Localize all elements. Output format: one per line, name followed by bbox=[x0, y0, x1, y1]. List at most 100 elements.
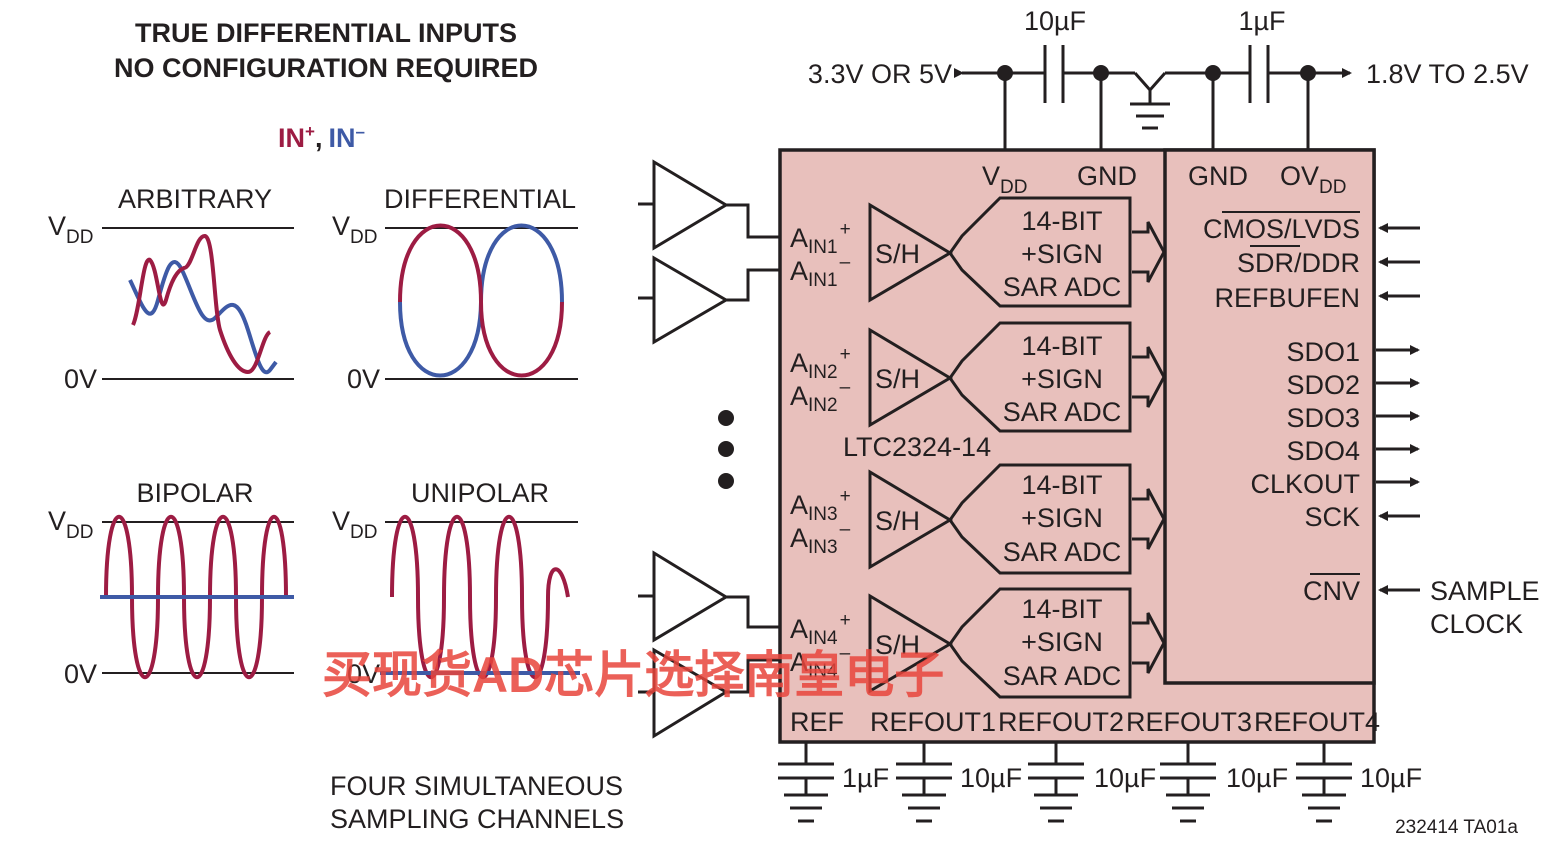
vdd-label: VDD bbox=[48, 211, 93, 248]
cap-value: 10µF bbox=[1226, 763, 1288, 793]
decoupling-cap: 1µF bbox=[778, 742, 889, 823]
chip-interface-block bbox=[1163, 148, 1376, 685]
sample-hold-amp bbox=[868, 327, 953, 428]
header-line2: NO CONFIGURATION REQUIRED bbox=[114, 53, 538, 83]
pin-refout2: REFOUT2 bbox=[998, 707, 1124, 737]
cap-value: 10µF bbox=[960, 763, 1022, 793]
driver-amp-3 bbox=[652, 550, 729, 643]
sample-clock-line2: CLOCK bbox=[1430, 609, 1523, 639]
vdd-label: VDD bbox=[48, 506, 93, 543]
supply-cap-right-label: 1µF bbox=[1238, 6, 1285, 36]
ellipsis-dot bbox=[718, 473, 734, 489]
pin-refout1: REFOUT1 bbox=[870, 707, 996, 737]
channel-3: AIN3+ AIN3– S/H 14-BIT +SIGN SAR ADC bbox=[790, 463, 1166, 575]
pin-sdo1: SDO1 bbox=[1286, 337, 1360, 367]
data-bus-arrow bbox=[1132, 612, 1166, 674]
pin-ain-minus: AIN4– bbox=[790, 643, 851, 682]
adc-block bbox=[948, 587, 1132, 699]
channel-2: AIN2+ AIN2– S/H 14-BIT +SIGN SAR ADC bbox=[790, 321, 1166, 433]
adc-line3: SAR ADC bbox=[1003, 661, 1122, 691]
pin-refout4: REFOUT4 bbox=[1254, 707, 1380, 737]
sample-hold-label: S/H bbox=[875, 239, 920, 269]
adc-line3: SAR ADC bbox=[1003, 537, 1122, 567]
reference-pins: REF REFOUT1 REFOUT2 REFOUT3 REFOUT4 bbox=[790, 707, 1380, 737]
pin-cmos-lvds: CMOS/LVDS bbox=[1203, 214, 1360, 244]
data-bus-arrow bbox=[1132, 488, 1166, 550]
pin-gnd: GND bbox=[1077, 161, 1137, 191]
footer-note-line2: SAMPLING CHANNELS bbox=[330, 804, 624, 834]
pin-ain-plus: AIN1+ bbox=[790, 219, 851, 258]
interface-pins: CMOS/LVDS SDR/DDR REFBUFEN SDO1 SDO2 SDO… bbox=[1203, 211, 1540, 639]
ellipsis-dot bbox=[718, 441, 734, 457]
decoupling-cap: 10µF bbox=[1028, 742, 1156, 823]
cap-value: 10µF bbox=[1094, 763, 1156, 793]
in-minus-trace bbox=[128, 260, 278, 375]
supply-network: 10µF 1µF 3.3V OR 5V 1.8V TO 2.5V bbox=[808, 6, 1529, 150]
pin-ain-plus: AIN2+ bbox=[790, 344, 851, 383]
chip-part-number: LTC2324-14 bbox=[843, 432, 991, 462]
in-plus-trace bbox=[104, 514, 288, 680]
adc-block bbox=[948, 196, 1132, 308]
pin-cnv: CNV bbox=[1303, 576, 1360, 606]
waveform-unipolar: UNIPOLAR VDD 0V bbox=[332, 478, 580, 689]
supply-rail-right-label: 1.8V TO 2.5V bbox=[1366, 59, 1529, 89]
waveform-title: DIFFERENTIAL bbox=[384, 184, 576, 214]
pin-ain-minus: AIN1– bbox=[790, 252, 851, 291]
adc-line1: 14-BIT bbox=[1021, 331, 1102, 361]
header-line1: TRUE DIFFERENTIAL INPUTS bbox=[135, 18, 517, 48]
adc-line1: 14-BIT bbox=[1021, 470, 1102, 500]
pin-sdo4: SDO4 bbox=[1286, 436, 1360, 466]
zero-label: 0V bbox=[64, 659, 97, 689]
adc-line1: 14-BIT bbox=[1021, 206, 1102, 236]
pin-gnd2: GND bbox=[1188, 161, 1248, 191]
header: TRUE DIFFERENTIAL INPUTS NO CONFIGURATIO… bbox=[114, 18, 538, 153]
pin-ain-plus: AIN3+ bbox=[790, 486, 851, 525]
pin-ain-minus: AIN3– bbox=[790, 519, 851, 558]
cap-value: 10µF bbox=[1360, 763, 1422, 793]
waveform-title: ARBITRARY bbox=[118, 184, 272, 214]
vdd-label: VDD bbox=[332, 211, 377, 248]
pin-refout3: REFOUT3 bbox=[1126, 707, 1252, 737]
pin-vdd: VDD bbox=[982, 161, 1027, 198]
adc-line3: SAR ADC bbox=[1003, 397, 1122, 427]
adc-block bbox=[948, 463, 1132, 575]
zero-label: 0V bbox=[347, 364, 380, 394]
pin-clkout: CLKOUT bbox=[1250, 469, 1360, 499]
waveform-title: UNIPOLAR bbox=[411, 478, 549, 508]
decoupling-cap: 10µF bbox=[1160, 742, 1288, 823]
cap-value: 1µF bbox=[842, 763, 889, 793]
waveform-differential: DIFFERENTIAL VDD 0V bbox=[332, 184, 578, 394]
legend-in-minus-sup: – bbox=[355, 122, 364, 141]
legend-in-plus: IN bbox=[278, 123, 305, 153]
zero-label: 0V bbox=[347, 659, 380, 689]
waveform-arbitrary: ARBITRARY VDD 0V bbox=[48, 184, 294, 394]
sample-clock-line1: SAMPLE bbox=[1430, 576, 1540, 606]
decoupling-cap: 10µF bbox=[896, 742, 1022, 823]
pin-sck: SCK bbox=[1304, 502, 1360, 532]
adc-line1: 14-BIT bbox=[1021, 594, 1102, 624]
channel-1: AIN1+ AIN1– S/H 14-BIT +SIGN SAR ADC bbox=[790, 196, 1166, 308]
channel-4: AIN4+ AIN4– S/H 14-BIT +SIGN SAR ADC bbox=[790, 587, 1166, 699]
sample-hold-amp bbox=[868, 593, 953, 694]
sample-hold-label: S/H bbox=[875, 506, 920, 536]
legend-in-minus: IN bbox=[328, 123, 355, 153]
footer-note-line1: FOUR SIMULTANEOUS bbox=[330, 771, 623, 801]
adc-line3: SAR ADC bbox=[1003, 272, 1122, 302]
pin-refbufen: REFBUFEN bbox=[1214, 283, 1360, 313]
in-plus-trace bbox=[131, 234, 272, 375]
sample-hold-amp bbox=[868, 202, 953, 303]
legend-comma: , bbox=[315, 123, 323, 153]
decoupling-cap: 10µF bbox=[1296, 742, 1422, 823]
legend-in-plus-sup: + bbox=[305, 122, 315, 141]
adc-line2: +SIGN bbox=[1021, 364, 1103, 394]
supply-cap-left-label: 10µF bbox=[1024, 6, 1086, 36]
waveform-bipolar: BIPOLAR VDD 0V bbox=[48, 478, 294, 689]
input-legend: IN+,IN– bbox=[278, 122, 365, 153]
pin-sdr-ddr: SDR/DDR bbox=[1237, 248, 1360, 278]
pin-ref: REF bbox=[790, 707, 844, 737]
driver-amp-1 bbox=[652, 159, 729, 251]
pin-ovdd: OVDD bbox=[1280, 161, 1346, 198]
sample-hold-label: S/H bbox=[875, 630, 920, 660]
supply-rail-left-label: 3.3V OR 5V bbox=[808, 59, 952, 89]
